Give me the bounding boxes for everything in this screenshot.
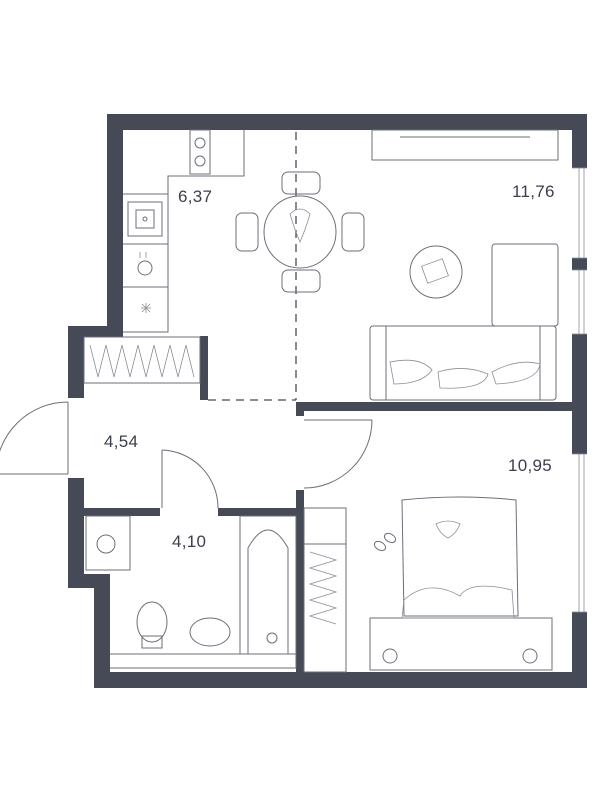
bed-icon bbox=[369, 496, 553, 671]
walls bbox=[68, 114, 587, 688]
living-area-label: 11,76 bbox=[512, 182, 555, 201]
bedroom-area-label: 10,95 bbox=[508, 456, 553, 475]
round-table-icon bbox=[409, 245, 463, 299]
windows bbox=[572, 167, 587, 613]
bath-door-icon bbox=[161, 449, 219, 509]
stove-icon bbox=[189, 129, 211, 175]
slippers-icon bbox=[373, 532, 397, 552]
bedroom-door-icon bbox=[303, 419, 373, 489]
wardrobe-icon bbox=[83, 336, 201, 384]
bath-area-label: 4,10 bbox=[172, 532, 207, 551]
armchair-icon bbox=[491, 243, 559, 327]
zone-dividers bbox=[208, 132, 297, 401]
fan-icon bbox=[141, 303, 151, 313]
bedroom-wardrobe bbox=[303, 507, 347, 673]
washer-icon bbox=[137, 252, 153, 276]
kitchen-counter bbox=[123, 130, 245, 333]
sofa-icon bbox=[369, 325, 557, 401]
sink-icon bbox=[127, 201, 163, 237]
hall-area-label: 4,54 bbox=[104, 432, 139, 451]
dining-table-icon bbox=[235, 171, 365, 293]
nightstand-icon bbox=[382, 648, 538, 664]
entrance-door-icon bbox=[0, 401, 69, 475]
kitchen-area-label: 6,37 bbox=[178, 187, 213, 206]
bathroom-fixtures bbox=[85, 515, 297, 669]
tv-console bbox=[371, 129, 559, 161]
